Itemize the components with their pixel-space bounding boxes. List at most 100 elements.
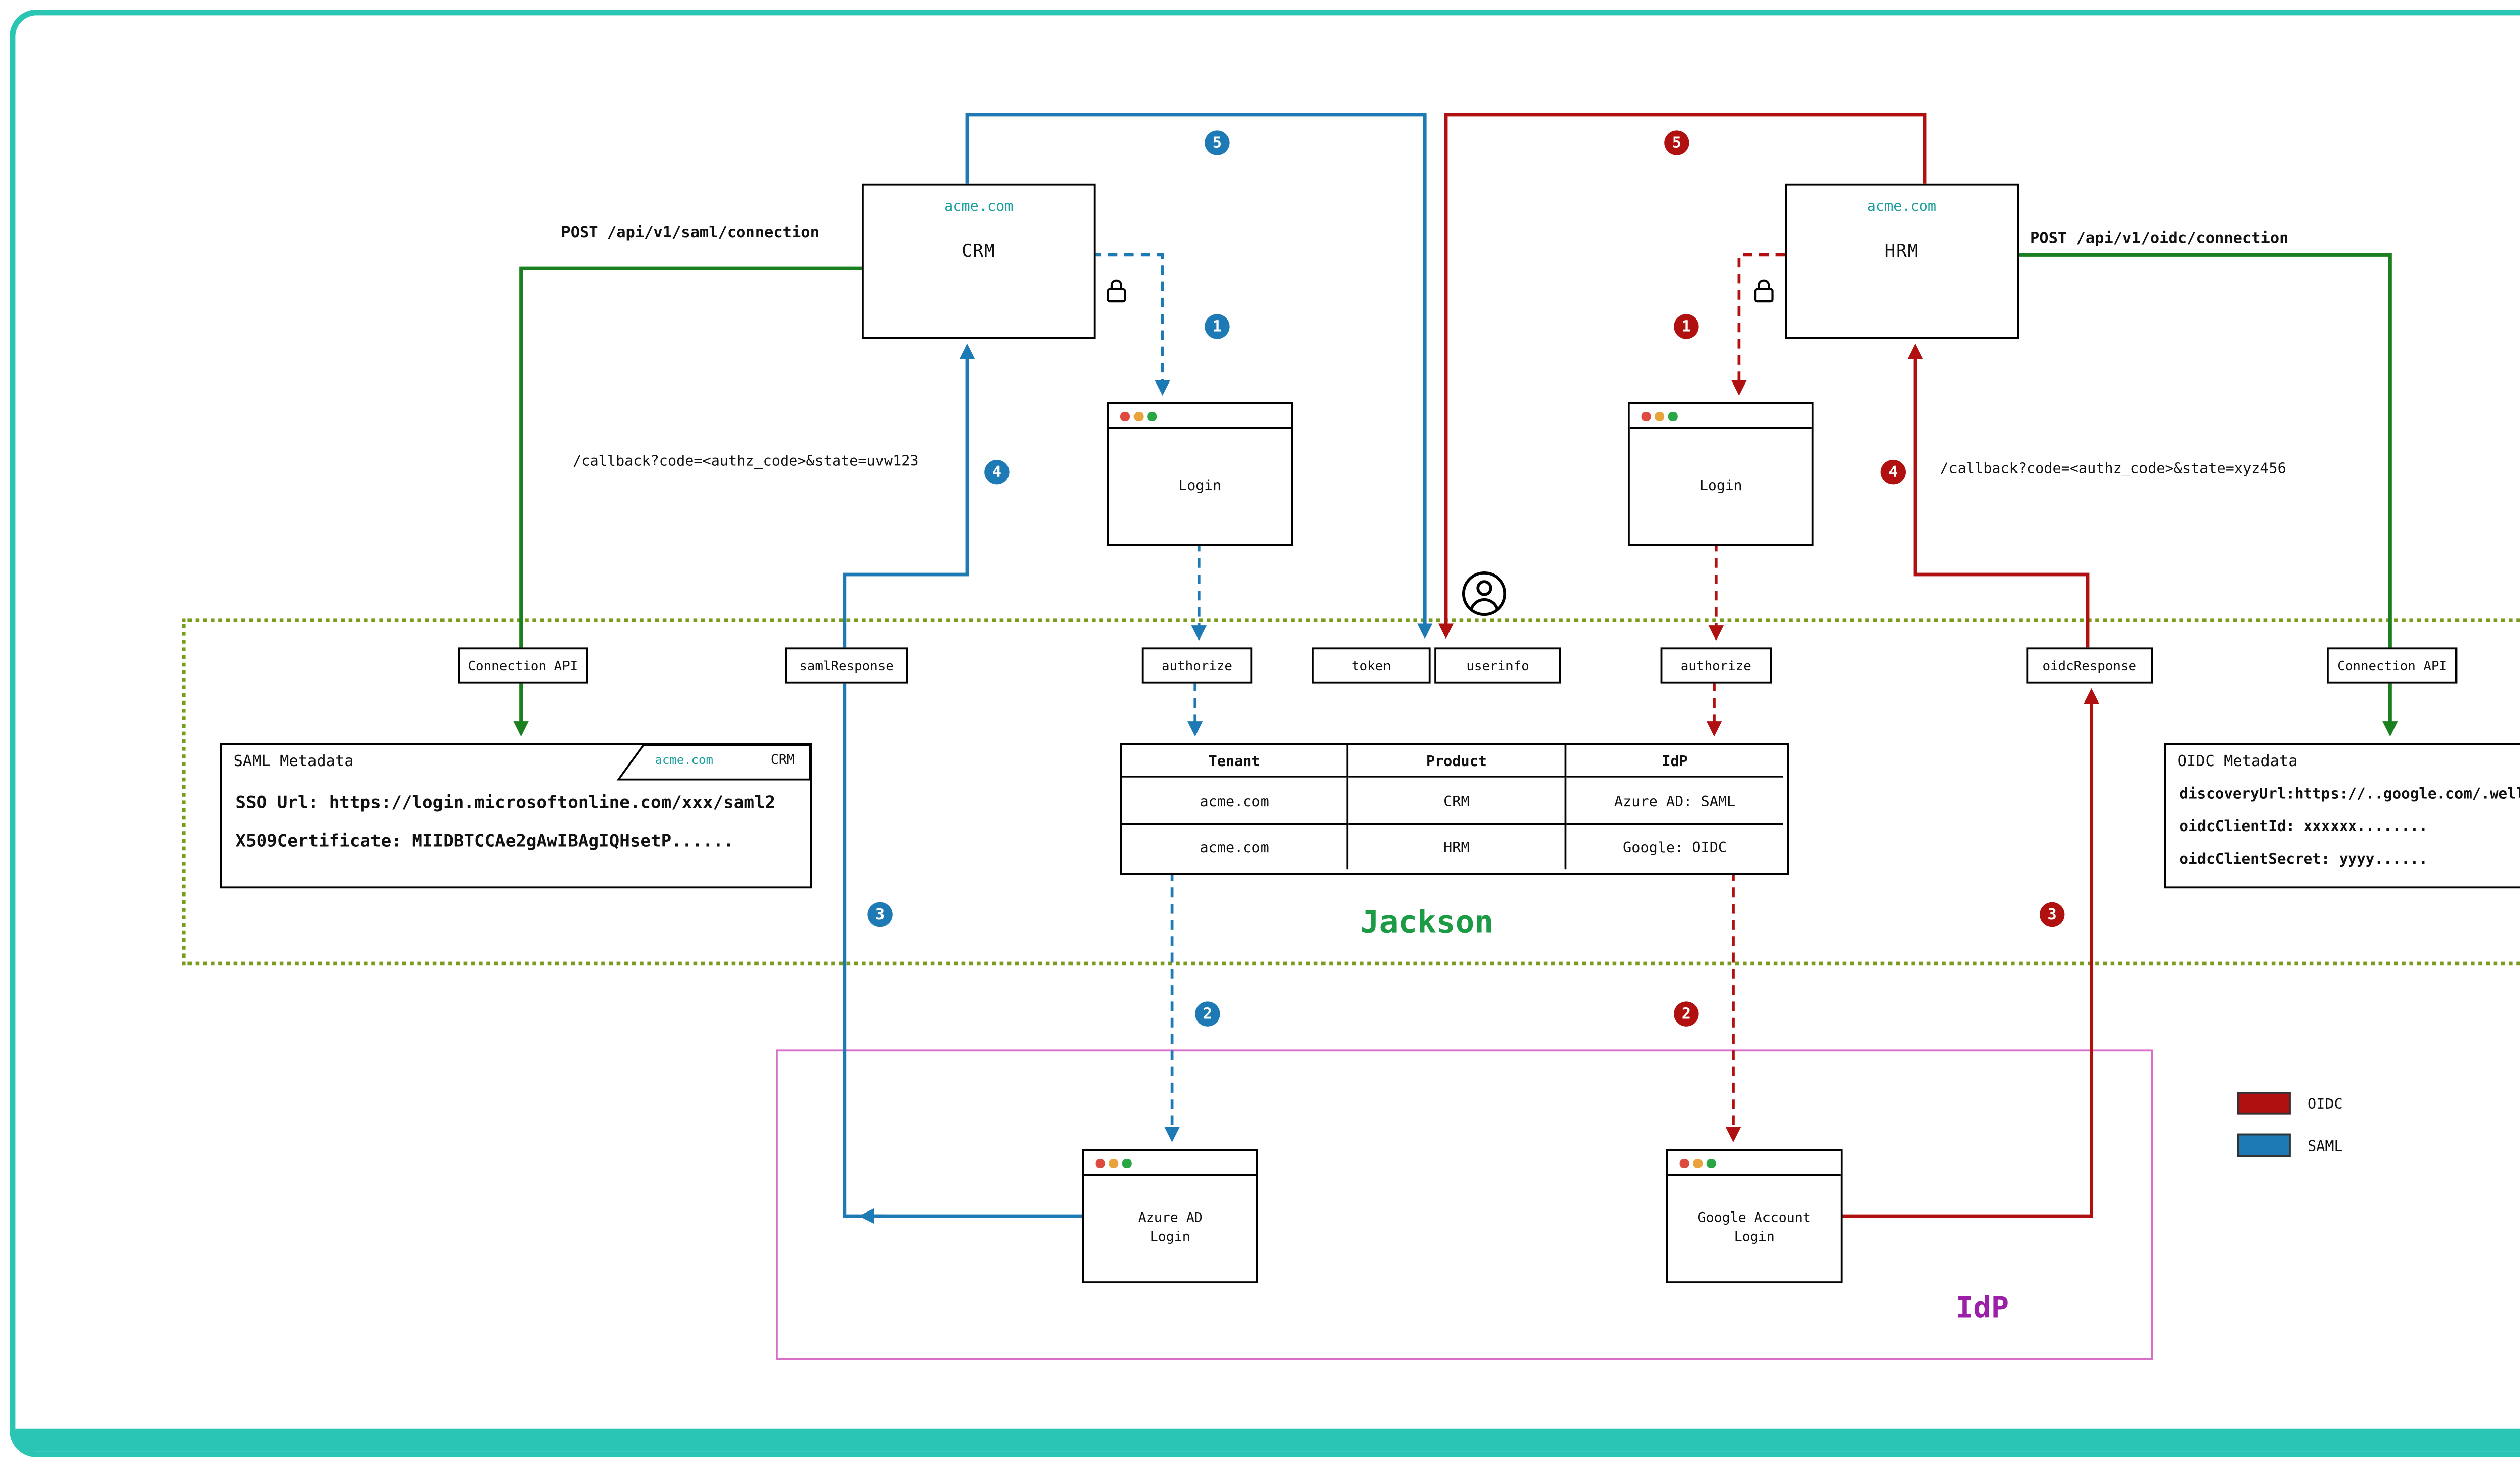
legend-saml-row: SAML xyxy=(2237,1133,2343,1157)
oidc-callback-label: /callback?code=<authz_code>&state=xyz456 xyxy=(1940,460,2286,477)
table-cell-tenant-1: acme.com xyxy=(1122,777,1349,825)
browser-titlebar xyxy=(1629,404,1812,429)
endpoint-saml-response: samlResponse xyxy=(785,647,908,684)
minimize-dot-icon xyxy=(1693,1159,1702,1168)
table-cell-product-1: CRM xyxy=(1348,777,1567,825)
jackson-box xyxy=(182,618,2520,966)
table-cell-product-2: HRM xyxy=(1348,825,1567,870)
arrow-saml-token-call xyxy=(965,113,1433,639)
saml-step-4-badge: 4 xyxy=(984,460,1010,485)
endpoint-connection-api-right: Connection API xyxy=(2327,647,2458,684)
saml-step-5-badge: 5 xyxy=(1205,130,1230,155)
saml-step-3-badge: 3 xyxy=(867,902,893,927)
saml-step-1-badge: 1 xyxy=(1205,314,1230,339)
maximize-dot-icon xyxy=(1668,412,1677,421)
arrow-oidc-token-call xyxy=(1438,113,1927,639)
oidc-metadata-client-secret: oidcClientSecret: yyyy...... xyxy=(2179,850,2428,867)
oidc-color-swatch xyxy=(2237,1092,2291,1115)
table-cell-tenant-2: acme.com xyxy=(1122,825,1349,870)
idp-box xyxy=(776,1049,2153,1360)
arrow-saml-response-line xyxy=(843,683,1082,1218)
azure-login-line1: Azure AD xyxy=(1138,1209,1203,1225)
crm-app-box: acme.com CRM xyxy=(862,183,1096,339)
endpoint-connection-api-left: Connection API xyxy=(458,647,588,684)
saml-metadata-title: SAML Metadata xyxy=(233,752,354,770)
crm-name: CRM xyxy=(962,243,996,263)
maximize-dot-icon xyxy=(1706,1159,1716,1168)
google-login-window: Google Account Login xyxy=(1666,1149,1843,1283)
table-cell-idp-1: Azure AD: SAML xyxy=(1566,777,1783,825)
table-header-product: Product xyxy=(1348,745,1567,778)
oidc-metadata-client-id: oidcClientId: xxxxxx........ xyxy=(2179,817,2428,835)
oidc-post-label: POST /api/v1/oidc/connection xyxy=(2030,230,2289,247)
minimize-dot-icon xyxy=(1655,412,1664,421)
oidc-metadata-box: OIDC Metadata acme.com HRM discoveryUrl:… xyxy=(2164,743,2520,889)
arrow-oidc-callback xyxy=(1907,343,2090,648)
idp-label: IdP xyxy=(1955,1291,2009,1325)
browser-titlebar xyxy=(1084,1151,1256,1176)
oidc-step-3-badge: 3 xyxy=(2040,902,2065,927)
endpoint-userinfo: userinfo xyxy=(1434,647,1561,684)
minimize-dot-icon xyxy=(1133,412,1143,421)
saml-metadata-certificate: X509Certificate: MIIDBTCCAe2gAwIBAgIQHse… xyxy=(235,833,734,852)
arrow-oidc-connection-api xyxy=(2014,252,2398,737)
endpoint-authorize-right: authorize xyxy=(1660,647,1772,684)
close-dot-icon xyxy=(1120,412,1129,421)
close-dot-icon xyxy=(1641,412,1651,421)
jackson-label: Jackson xyxy=(1360,904,1494,940)
arrow-saml-callback xyxy=(843,343,975,648)
lock-icon xyxy=(1105,276,1128,312)
arrow-oidc-login-redirect xyxy=(1731,253,1785,396)
saml-post-label: POST /api/v1/saml/connection xyxy=(561,224,820,241)
close-dot-icon xyxy=(1095,1159,1105,1168)
azure-login-line2: Login xyxy=(1150,1229,1190,1245)
hrm-domain: acme.com xyxy=(1867,197,1937,215)
saml-metadata-tab-product: CRM xyxy=(770,752,795,768)
saml-callback-label: /callback?code=<authz_code>&state=uvw123 xyxy=(573,452,919,469)
browser-titlebar xyxy=(1668,1151,1841,1176)
table-header-idp: IdP xyxy=(1566,745,1783,778)
oidc-step-2-badge: 2 xyxy=(1674,1001,1699,1027)
endpoint-authorize-left: authorize xyxy=(1141,647,1253,684)
login-window-right-title: Login xyxy=(1699,476,1742,494)
legend-oidc-row: OIDC xyxy=(2237,1092,2343,1115)
oidc-metadata-discovery-url: discoveryUrl:https://..google.com/.well-… xyxy=(2179,785,2520,803)
oidc-step-5-badge: 5 xyxy=(1664,130,1689,155)
saml-color-swatch xyxy=(2237,1133,2291,1157)
oidc-step-4-badge: 4 xyxy=(1880,460,1906,485)
google-login-line2: Login xyxy=(1734,1229,1775,1245)
legend-saml-label: SAML xyxy=(2308,1136,2343,1154)
maximize-dot-icon xyxy=(1122,1159,1131,1168)
endpoint-token: token xyxy=(1312,647,1431,684)
saml-metadata-tab-domain: acme.com xyxy=(655,754,713,768)
oidc-metadata-title: OIDC Metadata xyxy=(2177,752,2298,770)
hrm-app-box: acme.com HRM xyxy=(1785,183,2019,339)
azure-login-window: Azure AD Login xyxy=(1082,1149,1258,1283)
table-cell-idp-2: Google: OIDC xyxy=(1566,825,1783,870)
arrow-saml-login-redirect xyxy=(1091,253,1170,396)
saml-metadata-tab: acme.com CRM xyxy=(616,743,812,781)
teal-frame xyxy=(10,10,2520,1457)
login-window-left-title: Login xyxy=(1178,476,1221,494)
lock-icon xyxy=(1752,276,1776,312)
legend-oidc-label: OIDC xyxy=(2308,1094,2343,1112)
maximize-dot-icon xyxy=(1147,412,1156,421)
arrow-saml-connection-api xyxy=(513,266,862,737)
endpoint-oidc-response: oidcResponse xyxy=(2026,647,2153,684)
google-login-line1: Google Account xyxy=(1697,1209,1811,1225)
close-dot-icon xyxy=(1679,1159,1689,1168)
login-window-left: Login xyxy=(1107,402,1293,546)
minimize-dot-icon xyxy=(1109,1159,1118,1168)
saml-metadata-box: SAML Metadata acme.com CRM SSO Url: http… xyxy=(220,743,812,889)
crm-domain: acme.com xyxy=(944,197,1014,215)
table-header-tenant: Tenant xyxy=(1122,745,1349,778)
arrow-oidc-response-line xyxy=(1838,688,2099,1218)
browser-titlebar xyxy=(1109,404,1291,429)
oidc-step-1-badge: 1 xyxy=(1674,314,1699,339)
login-window-right: Login xyxy=(1628,402,1814,546)
user-icon xyxy=(1460,569,1509,626)
saml-metadata-sso-url: SSO Url: https://login.microsoftonline.c… xyxy=(235,795,776,814)
